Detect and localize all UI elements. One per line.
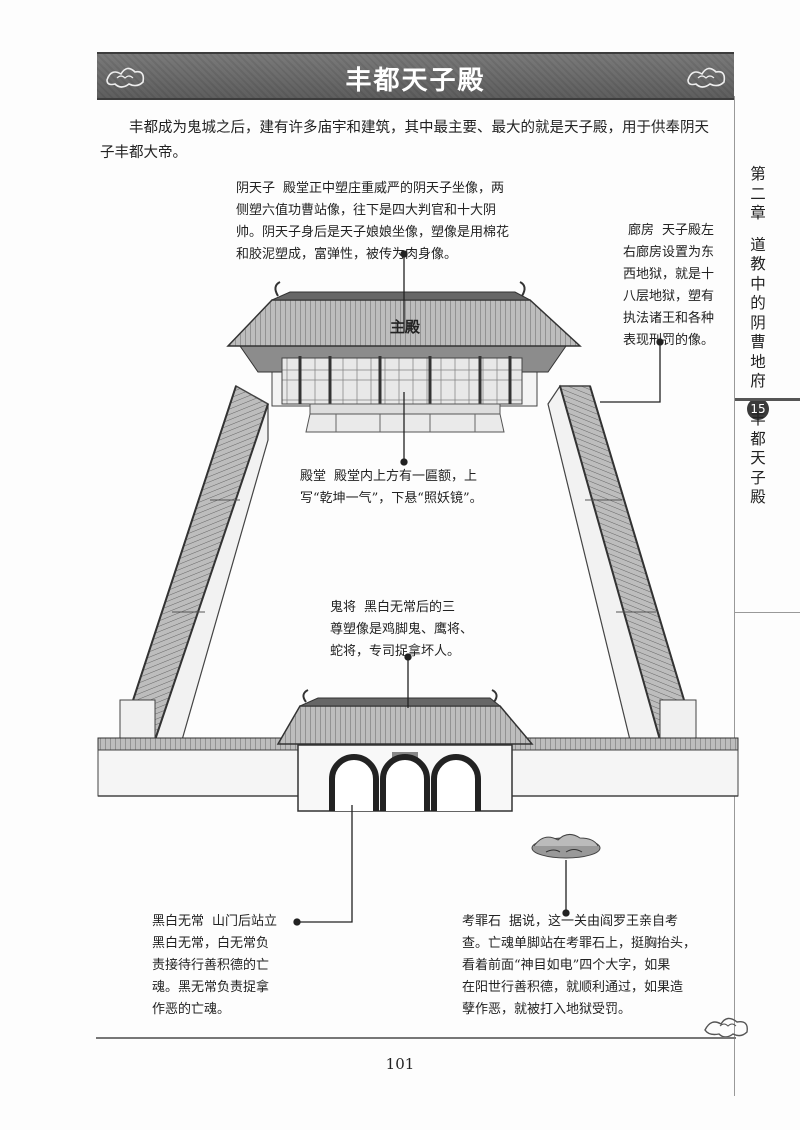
annotation-line: 责接待行善积德的亡 (152, 958, 270, 973)
annotation-heibai-wuchang: 黑白无常山门后站立 黑白无常，白无常负 责接待行善积德的亡 魂。黑无常负责捉拿 … (152, 911, 302, 1021)
chapter-page-badge: 15 (747, 397, 769, 420)
annotation-line: 殿堂内上方有一匾额，上 (334, 469, 478, 484)
annotation-line: 魂。黑无常负责捉拿 (152, 980, 270, 995)
section-char: 子 (750, 468, 766, 487)
tab-divider (735, 398, 800, 401)
annotation-term: 殿堂 (300, 469, 327, 484)
annotation-line: 写“乾坤一气”，下悬“照妖镜”。 (300, 491, 483, 506)
side-rule (734, 96, 735, 1096)
section-char: 都 (750, 429, 766, 448)
title-banner: 丰都天子殿 (97, 52, 734, 100)
annotation-guijiang: 鬼将黑白无常后的三 尊塑像是鸡脚鬼、鹰将、 蛇将，专司捉拿坏人。 (330, 597, 500, 663)
annotation-line: 天子殿左 (661, 223, 714, 238)
chapter-title-char: 道 (750, 235, 766, 254)
annotation-line: 山门后站立 (212, 914, 278, 929)
left-corridor (118, 384, 269, 741)
annotation-term: 阴天子 (236, 181, 276, 196)
cloud-ornament-icon (687, 67, 726, 88)
mountain-gate (276, 689, 534, 812)
chapter-title-char: 中 (750, 274, 766, 293)
kaozui-stone (531, 834, 601, 859)
annotation-line: 作恶的亡魂。 (152, 1002, 231, 1017)
section-char: 殿 (750, 488, 766, 506)
page-title: 丰都天子殿 (345, 66, 486, 96)
annotation-term: 廊房 (627, 223, 654, 238)
annotation-term: 黑白无常 (152, 914, 205, 929)
section-char: 丰 (750, 410, 766, 428)
leader-lines (293, 250, 664, 926)
chapter-title-char: 的 (750, 294, 766, 312)
annotation-line: 殿堂正中塑庄重威严的阴天子坐像，两 (283, 181, 505, 196)
annotation-line: 西地狱，就是十 (622, 267, 714, 282)
annotation-line: 蛇将，专司捉拿坏人。 (330, 644, 461, 659)
chapter-title-char: 曹 (750, 333, 766, 351)
annotation-line: 查。亡魂单脚站在考罪石上，挺胸抬头， (462, 936, 697, 951)
chapter-char: 章 (750, 204, 766, 222)
annotation-line: 据说，这一关由阎罗王亲自考 (509, 914, 679, 929)
chapter-title-char: 府 (750, 372, 766, 390)
annotation-line: 表现刑罚的像。 (622, 333, 714, 348)
annotation-line: 黑白无常，白无常负 (152, 936, 270, 951)
chapter-title-char: 阴 (750, 313, 766, 332)
main-hall-label: 主殿 (390, 318, 421, 336)
chapter-title-char: 教 (750, 255, 766, 273)
annotation-line: 帅。阴天子身后是天子娘娘坐像，塑像是用棉花 (236, 225, 510, 240)
chapter-tab: 第 二 章 道 教 中 的 阴 曹 地 府 15 (740, 165, 776, 420)
annotation-line: 和胶泥塑成，富弹性，被传为肉身像。 (236, 247, 458, 262)
annotation-line: 孽作恶，就被打入地狱受罚。 (462, 1002, 632, 1017)
intro-paragraph: 丰都成为鬼城之后，建有许多庙宇和建筑，其中最主要、最大的就是天子殿，用于供奉阴天… (100, 120, 709, 161)
cloud-ornament-icon (106, 67, 145, 88)
tab-divider (735, 612, 800, 613)
annotation-term: 考罪石 (462, 914, 502, 929)
section-tab: 丰 都 天 子 殿 (740, 410, 776, 508)
annotation-kaozuishi: 考罪石据说，这一关由阎罗王亲自考 查。亡魂单脚站在考罪石上，挺胸抬头， 看着前面… (462, 911, 722, 1021)
annotation-term: 鬼将 (330, 600, 357, 615)
annotation-yin-tianzi: 阴天子殿堂正中塑庄重威严的阴天子坐像，两 侧塑六值功曹站像，往下是四大判官和十大… (236, 178, 536, 266)
chapter-char: 第 (750, 165, 766, 183)
annotation-line: 八层地狱，塑有 (622, 289, 714, 304)
section-char: 天 (750, 449, 766, 467)
page-number: 101 (385, 1055, 415, 1073)
annotation-line: 执法诸王和各种 (622, 311, 714, 326)
chapter-title-char: 地 (750, 352, 766, 371)
chapter-char: 二 (750, 184, 766, 203)
annotation-line: 右廊房设置为东 (622, 245, 714, 260)
annotation-diantang: 殿堂殿堂内上方有一匾额，上 写“乾坤一气”，下悬“照妖镜”。 (300, 466, 540, 510)
footer-cloud-icon (704, 1017, 748, 1038)
annotation-line: 看着前面“神目如电”四个大字，如果 (462, 958, 671, 973)
annotation-langfang: 廊房天子殿左 右廊房设置为东 西地狱，就是十 八层地狱，塑有 执法诸王和各种 表… (592, 220, 714, 352)
annotation-line: 在阳世行善积德，就顺利通过，如果造 (462, 980, 684, 995)
right-corridor (547, 384, 698, 741)
footer-rule (96, 1037, 736, 1039)
annotation-line: 黑白无常后的三 (364, 600, 456, 615)
annotation-line: 侧塑六值功曹站像，往下是四大判官和十大阴 (236, 203, 497, 218)
annotation-line: 尊塑像是鸡脚鬼、鹰将、 (330, 622, 474, 637)
